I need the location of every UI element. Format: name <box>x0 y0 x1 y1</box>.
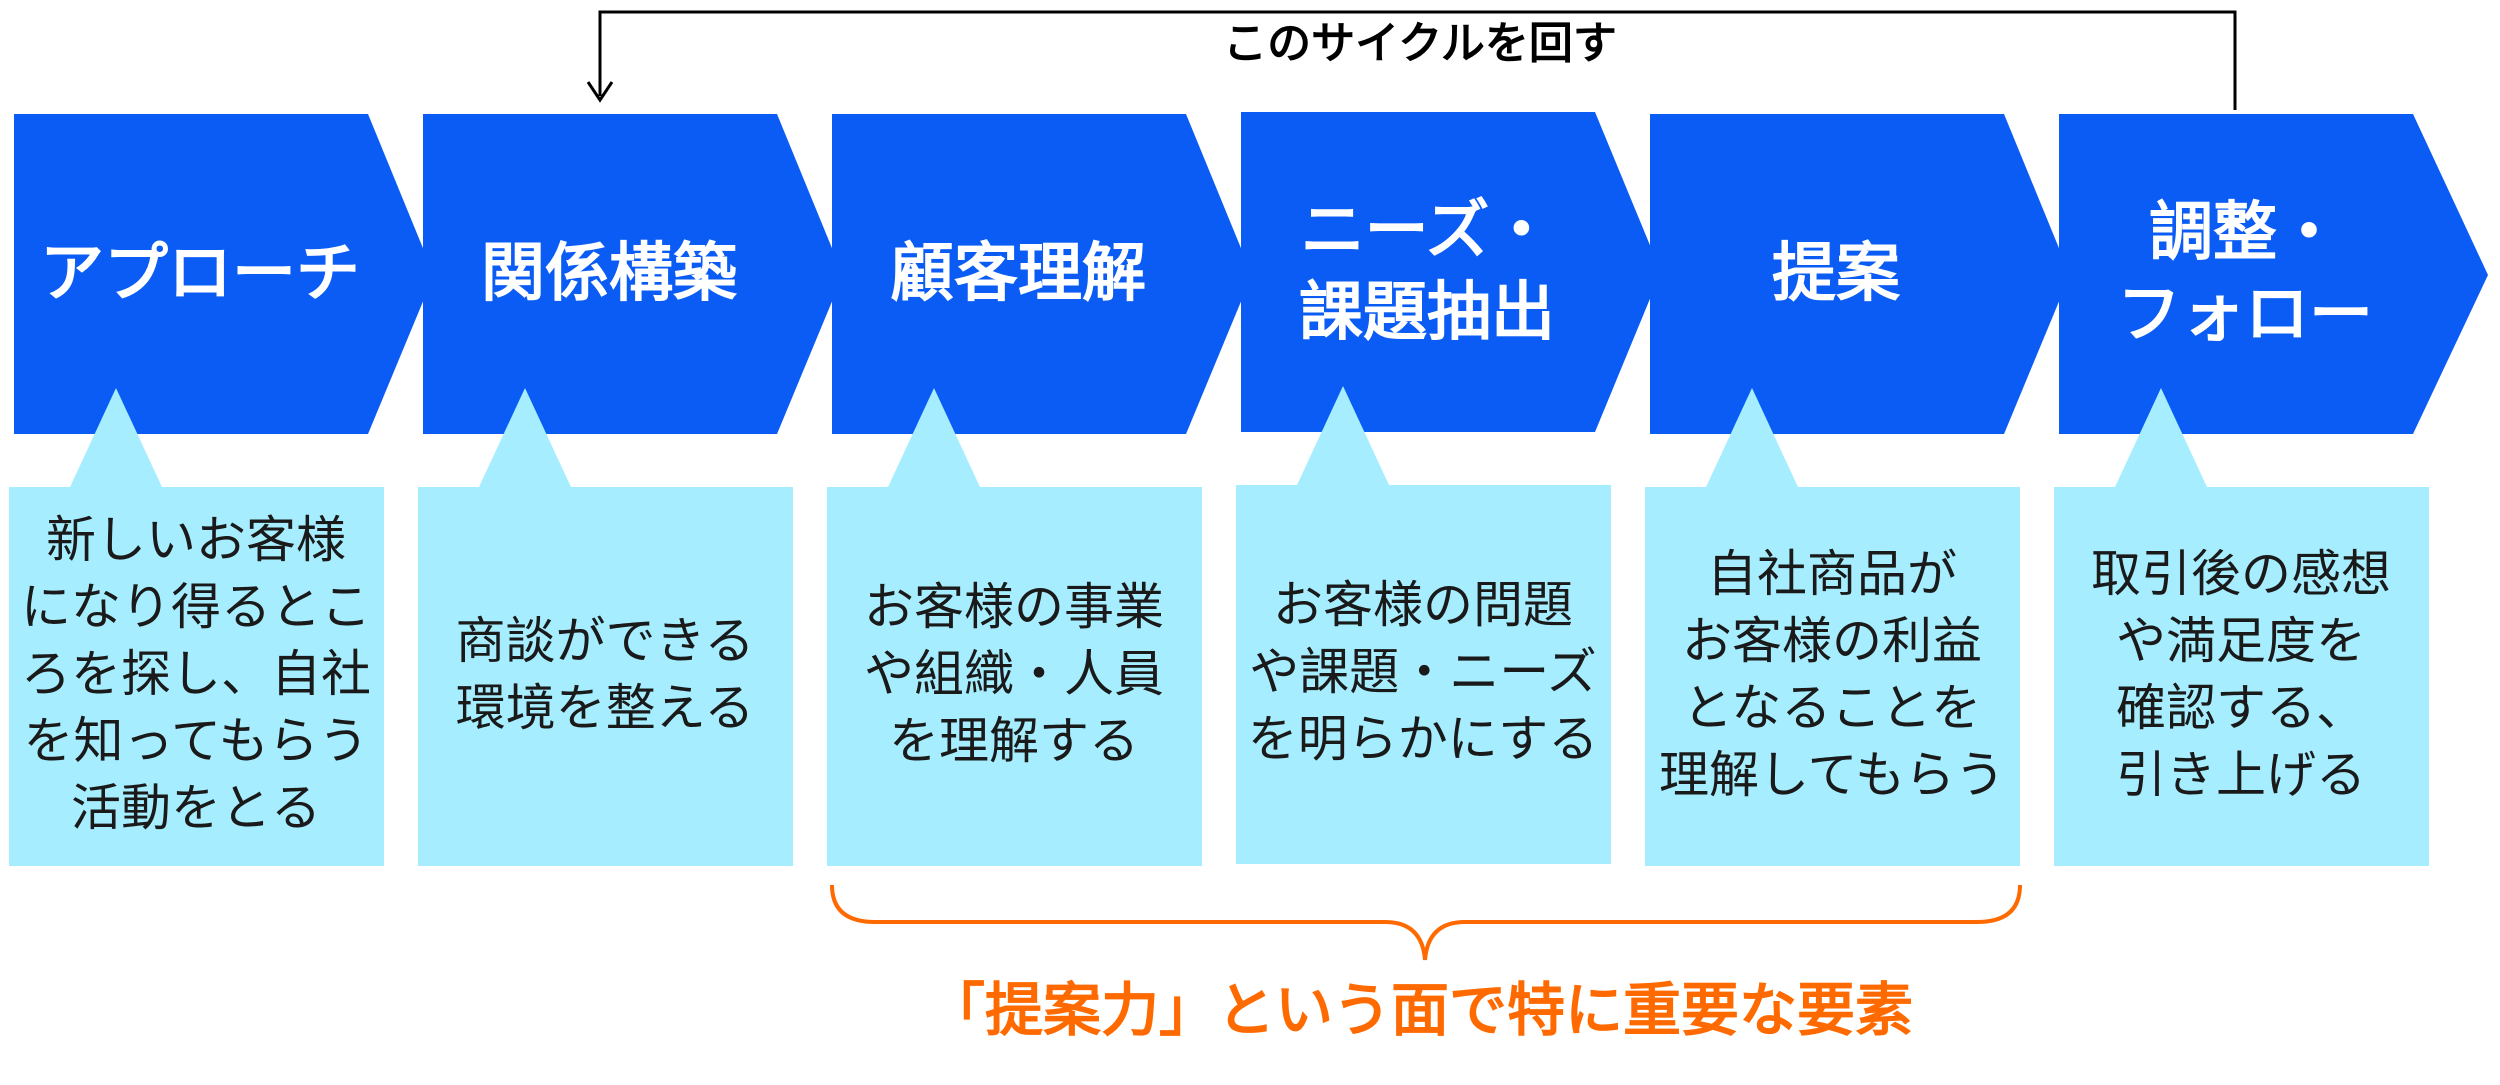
chevron-shape-6 <box>2059 114 2488 434</box>
chevron-shape-3 <box>832 114 1252 434</box>
step-title-needs: ニーズ・ 課題抽出 <box>1299 194 1555 350</box>
callout-box-3 <box>827 388 1202 866</box>
emphasis-brace <box>830 884 2022 961</box>
chevron-shape-1 <box>14 114 434 434</box>
step-description-proposal: 自社商品が お客様の利益 となることを 理解してもらう <box>1659 544 2005 804</box>
chevron-shape-5 <box>1650 114 2070 434</box>
step-title-follow-up: 調整・ フォロー <box>2117 196 2373 352</box>
cycle-arrowhead-icon <box>586 81 614 103</box>
callout-box-1 <box>9 388 384 866</box>
step-description-follow-up: 取引後の感想 や満足度を 確認する、 引き上げる <box>2091 544 2391 804</box>
cycle-arrow-line <box>598 10 2237 110</box>
cycle-label: このサイクルを回す <box>1223 18 1617 69</box>
emphasis-label: 「提案力」という面で特に重要な要素 <box>926 976 1913 1044</box>
step-title-approach: アプローチ <box>40 237 360 311</box>
step-description-understanding: お客様の事業 や組織・人員 を理解する <box>864 578 1164 770</box>
callout-box-4 <box>1236 386 1611 864</box>
callout-box-5 <box>1645 388 2020 866</box>
step-description-approach: 新しいお客様 になり得るとこ ろを探し、自社 を知ってもらう 活動をとる <box>21 511 371 837</box>
step-title-proposal: 提案 <box>1772 237 1900 311</box>
chevron-shape-2 <box>423 114 843 434</box>
step-description-needs: お客様の問題 や課題・ニーズ を明らかにする <box>1247 576 1599 768</box>
step-title-understanding: 顧客理解 <box>890 237 1146 311</box>
step-title-relationship: 関係構築 <box>481 237 737 311</box>
callout-box-6 <box>2054 388 2429 866</box>
chevron-shape-4 <box>1241 112 1661 432</box>
callout-box-2 <box>418 388 793 866</box>
step-description-relationship: 商談ができる 環境を整える <box>455 611 755 737</box>
